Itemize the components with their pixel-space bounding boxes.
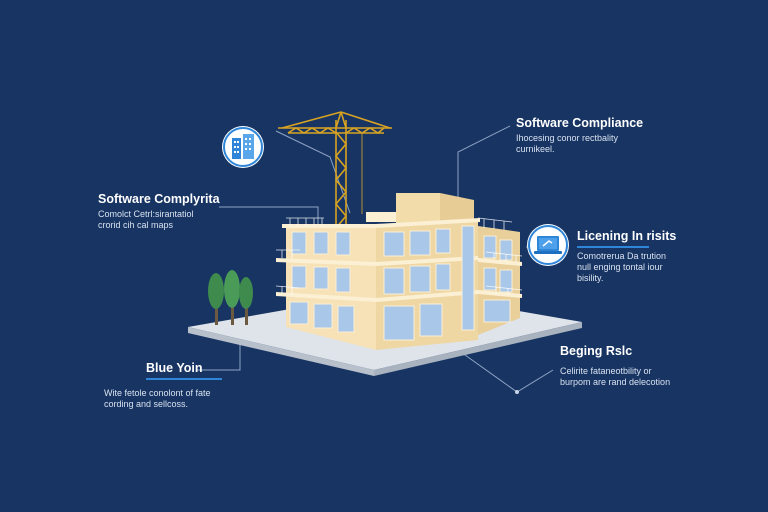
building [275, 193, 523, 350]
callout-desc-line: Ihocesing conor rectbality [516, 133, 619, 143]
callout-desc-line: Wite fetole conolont of fate [104, 388, 211, 398]
callout-desc-line: curnikeel. [516, 144, 555, 154]
callout-desc-line: bisility. [577, 273, 604, 283]
callout-title: Beging Rslc [560, 344, 633, 358]
callout-title: Software Complyrita [98, 192, 220, 206]
callout-bottom-right: Beging Rslc Celirite fataneotbility or b… [560, 344, 670, 388]
callout-desc-line: null enging tontal iour [577, 262, 663, 272]
callout-desc-line: Celirite fataneotbility or [560, 366, 652, 376]
callout-bottom-left: Blue Yoin [146, 361, 222, 380]
callout-bottom-left-desc: Wite fetole conolont of fate cording and… [104, 388, 211, 410]
callout-desc-line: cording and sellcoss. [104, 399, 189, 409]
callout-underline [146, 378, 222, 380]
leader-dot [515, 390, 519, 394]
callout-desc-line: Comotrerua Da trution [577, 251, 667, 261]
callout-top-left: Software Complyrita Comolct Cetrl:sirant… [98, 192, 220, 231]
trees [208, 270, 253, 325]
callout-underline [577, 246, 649, 248]
callout-desc-line: crorid cih cal maps [98, 220, 174, 230]
callout-title: Licening In risits [577, 229, 677, 243]
callout-desc-line: Comolct Cetrl:sirantatiol [98, 209, 194, 219]
callout-middle-right: Licening In risits Comotrerua Da trution… [577, 229, 676, 284]
tower-crane [278, 111, 392, 232]
building-icon[interactable] [222, 126, 264, 168]
laptop-icon[interactable] [527, 224, 569, 266]
callout-title: Blue Yoin [146, 361, 203, 375]
callout-title: Software Compliance [516, 116, 644, 130]
callout-top-right: Software Compliance Ihocesing conor rect… [516, 116, 643, 155]
callout-desc-line: burpom are rand delecotion [560, 377, 671, 387]
